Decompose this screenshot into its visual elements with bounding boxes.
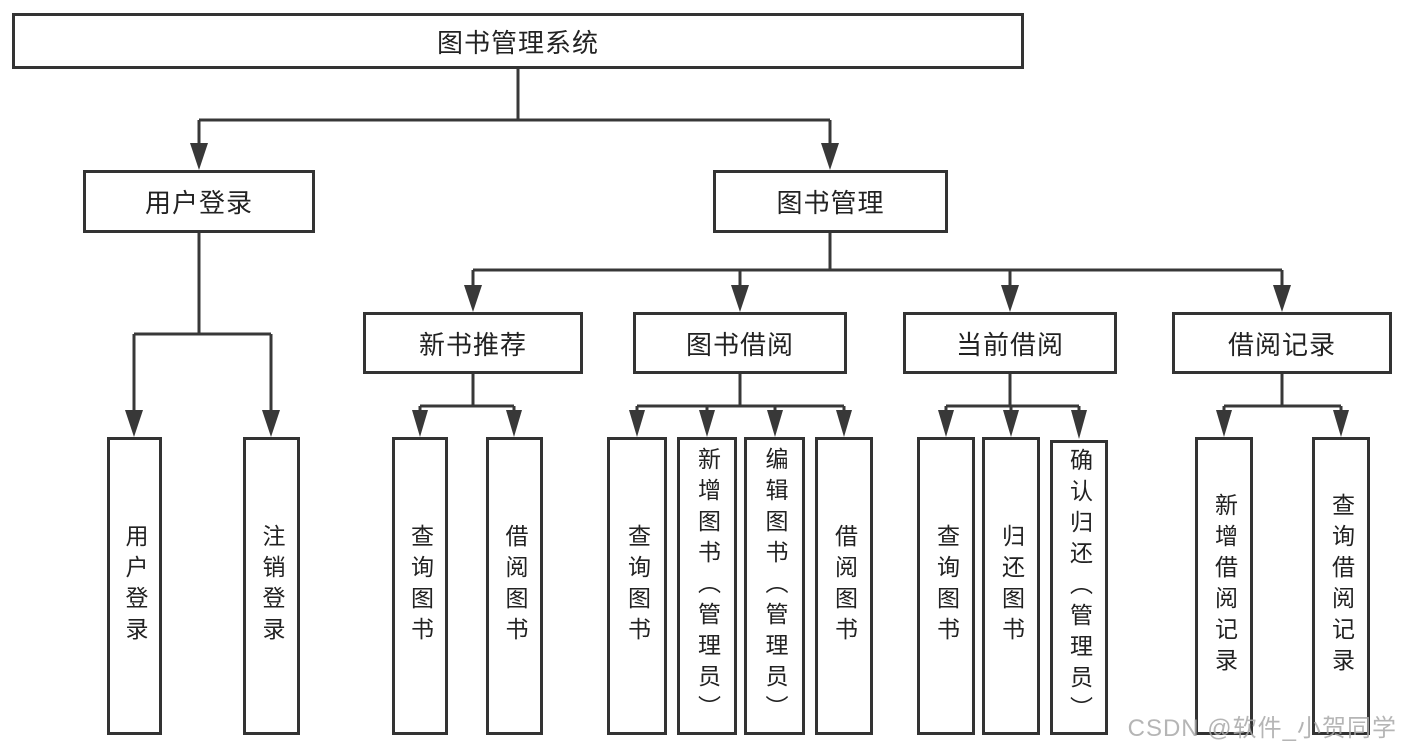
arrowheads-level3 — [464, 285, 1291, 312]
leaf-label: 编辑图书（管理员） — [762, 446, 788, 726]
node-leaf-query-book-2: 查询图书 — [607, 437, 667, 735]
connector-root-to-level2 — [197, 69, 832, 145]
connector-current-borrow-branch — [944, 374, 1081, 411]
node-leaf-return-book: 归还图书 — [982, 437, 1040, 735]
leaf-label: 注销登录 — [259, 524, 285, 648]
leaf-label: 归还图书 — [998, 524, 1025, 648]
leaf-label: 借阅图书 — [831, 524, 858, 648]
node-leaf-add-book-admin: 新增图书（管理员） — [677, 437, 737, 735]
arrowheads-level2 — [190, 143, 839, 170]
node-leaf-borrow-book-1: 借阅图书 — [486, 437, 543, 735]
node-book-management: 图书管理 — [713, 170, 948, 233]
leaf-label: 新增图书（管理员） — [694, 446, 721, 726]
node-current-borrow: 当前借阅 — [903, 312, 1117, 374]
arrowheads-user-login-leaves — [125, 410, 280, 437]
leaf-label: 查询图书 — [407, 524, 434, 648]
leaf-label: 新增借阅记录 — [1211, 493, 1238, 679]
node-user-login: 用户登录 — [83, 170, 315, 233]
leaf-label: 查询图书 — [933, 524, 960, 648]
connector-book-borrow-branch — [635, 374, 846, 411]
node-leaf-query-book-3: 查询图书 — [917, 437, 975, 735]
node-leaf-add-borrow-record: 新增借阅记录 — [1195, 437, 1253, 735]
leaf-label: 查询图书 — [624, 524, 651, 648]
node-leaf-confirm-return-admin: 确认归还（管理员） — [1050, 440, 1108, 735]
connector-book-mgmt-branch — [471, 233, 1284, 287]
leaf-label: 用户登录 — [122, 524, 148, 648]
node-leaf-query-book-1: 查询图书 — [392, 437, 448, 735]
arrowheads-leaves — [412, 410, 1349, 439]
node-leaf-edit-book-admin: 编辑图书（管理员） — [744, 437, 805, 735]
csdn-watermark: CSDN @软件_小贺同学 — [1127, 715, 1397, 742]
node-new-book-recommend: 新书推荐 — [363, 312, 583, 374]
leaf-label: 查询借阅记录 — [1328, 493, 1355, 679]
node-leaf-query-borrow-record: 查询借阅记录 — [1312, 437, 1370, 735]
node-borrow-record: 借阅记录 — [1172, 312, 1392, 374]
leaf-label: 借阅图书 — [502, 524, 528, 648]
connector-borrow-record-branch — [1222, 374, 1343, 411]
node-root-system: 图书管理系统 — [12, 13, 1024, 69]
node-leaf-borrow-book-2: 借阅图书 — [815, 437, 873, 735]
node-leaf-logout: 注销登录 — [243, 437, 300, 735]
node-leaf-user-login: 用户登录 — [107, 437, 162, 735]
leaf-label: 确认归还（管理员） — [1066, 448, 1093, 727]
connector-new-book-branch — [418, 374, 516, 411]
node-book-borrow: 图书借阅 — [633, 312, 847, 374]
connector-user-login-branch — [132, 232, 273, 412]
